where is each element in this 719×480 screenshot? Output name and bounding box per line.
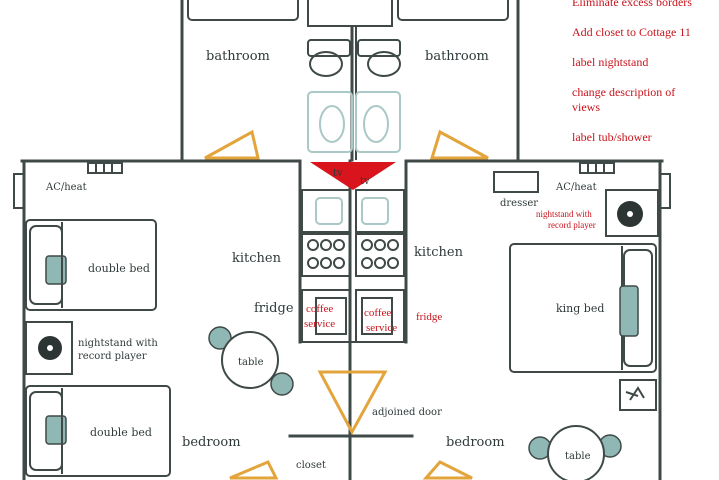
sink-left [307, 91, 353, 153]
fridge-left-label: fridge [254, 301, 294, 316]
tv-triangle [310, 162, 396, 190]
note-tub: label tub/shower [572, 130, 652, 144]
ac-heat-vent-right [579, 162, 615, 174]
vent-left-wall [13, 173, 25, 209]
bathroom-block: bathroom bathroom [180, 0, 520, 162]
nightstand-right-line2: record player [548, 220, 596, 230]
fridge-right-label: fridge [416, 311, 442, 323]
double-bed-bottom-label: double bed [90, 426, 152, 439]
double-bed-top-label: double bed [88, 262, 150, 275]
note-closet: Add closet to Cottage 11 [572, 25, 691, 39]
bedroom-door-right [422, 460, 473, 480]
nightstand-right: nightstand with record player [536, 189, 659, 237]
plant [619, 379, 657, 411]
kitchen-right-label: kitchen [414, 245, 464, 260]
king-bed: king bed [509, 243, 657, 373]
tv-right-label: tv [360, 176, 370, 187]
adjoined-door [317, 370, 388, 436]
note-borders: Eliminate excess borders [572, 0, 692, 9]
nightstand-left-line1: nightstand with [78, 338, 158, 349]
vent-right-wall [659, 173, 671, 209]
bathroom-left-label: bathroom [206, 49, 270, 64]
table-left-label: table [238, 357, 264, 368]
coffee-left-line1: coffee [306, 303, 333, 315]
kitchen-counters [301, 189, 405, 343]
king-bed-label: king bed [556, 302, 604, 315]
nightstand-left: nightstand with record player [25, 321, 158, 375]
adjoined-door-label: adjoined door [372, 407, 442, 418]
tub-right [397, 0, 509, 21]
table-right: table [528, 425, 622, 480]
coffee-right-line2: service [366, 322, 397, 334]
ac-heat-left-label: AC/heat [45, 182, 87, 193]
note-nightstand: label nightstand [572, 55, 648, 69]
sink-right [355, 91, 401, 153]
ac-heat-vent-left [87, 162, 123, 174]
vanity-block [307, 0, 393, 27]
bedroom-left-label: bedroom [182, 435, 241, 450]
bedroom-right-label: bedroom [446, 435, 505, 450]
kitchen-left-label: kitchen [232, 251, 282, 266]
ac-heat-right-label: AC/heat [555, 182, 597, 193]
double-bed-bottom: double bed [25, 385, 171, 477]
toilet-right [357, 39, 401, 77]
coffee-left-line2: service [304, 318, 335, 330]
note-views: change description of [572, 85, 675, 99]
dresser: dresser [493, 171, 539, 209]
coffee-right-line1: coffee [364, 307, 391, 319]
tv-left-label: tv [333, 168, 343, 179]
table-left: table [208, 326, 294, 396]
double-bed-top: double bed [25, 219, 157, 311]
annotation-notes: Eliminate excess borders Add closet to C… [572, 0, 692, 144]
tv-area: tv tv [310, 162, 396, 190]
bathroom-door-right [429, 129, 489, 160]
nightstand-left-line2: record player [78, 351, 147, 362]
bathroom-door-left [204, 129, 260, 160]
bathroom-right-label: bathroom [425, 49, 489, 64]
closet-label: closet [296, 460, 326, 471]
tub-left [187, 0, 299, 21]
nightstand-right-line1: nightstand with [536, 209, 592, 219]
bedroom-door-left [229, 460, 279, 480]
toilet-left [307, 39, 351, 77]
note-views-line2: views [572, 100, 600, 114]
table-right-label: table [565, 451, 591, 462]
dresser-label: dresser [500, 198, 538, 209]
